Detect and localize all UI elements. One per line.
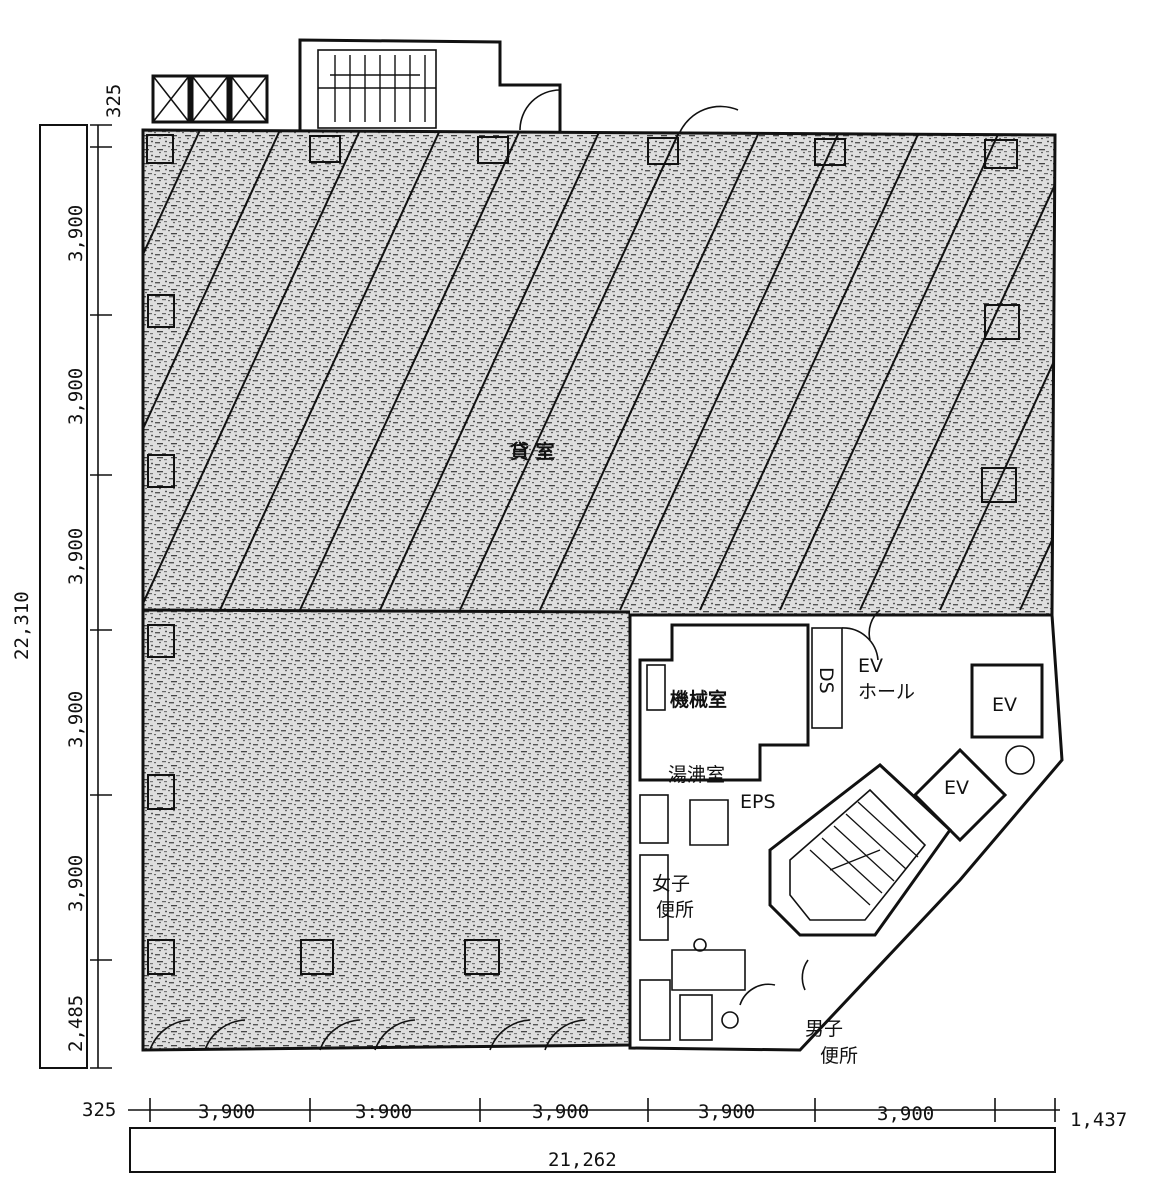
bottom-dim-right-offset: 1,437 (1070, 1109, 1127, 1131)
men-toilet-label-line2: 便所 (820, 1045, 858, 1067)
bottom-dim-bay-1: 3,900 (198, 1101, 255, 1123)
women-toilet-label-line1: 女子 (652, 873, 690, 895)
bottom-door-swings (149, 1019, 586, 1051)
top-door-swing (679, 105, 739, 133)
left-dim-bay-6: 2,485 (65, 995, 87, 1052)
left-dim-bay-4: 3,900 (65, 691, 87, 748)
machine-room-label: 機械室 (670, 688, 727, 711)
men-toilet-label-line1: 男子 (805, 1018, 843, 1040)
left-dim-bay-5: 3,900 (65, 855, 87, 912)
bottom-dimension-lines (128, 1098, 1060, 1173)
structural-columns (146, 134, 1020, 975)
eps-label: EPS (740, 791, 776, 813)
upper-zone-hatching (143, 130, 1055, 611)
top-ducts (151, 74, 269, 124)
core-area (628, 609, 1064, 1052)
office-label: 貸 室 (509, 440, 555, 463)
left-dim-bay-2: 3,900 (65, 368, 87, 425)
ds-label: DS (815, 667, 837, 694)
left-dim-bay-1: 3,900 (65, 205, 87, 262)
bottom-dim-bay-4: 3,900 (698, 1101, 755, 1123)
left-dim-bay-3: 3,900 (65, 528, 87, 585)
bottom-dim-bay-2: 3:900 (355, 1101, 412, 1123)
bottom-dim-left-offset: 325 (82, 1099, 116, 1121)
bottom-dim-total: 21,262 (548, 1149, 617, 1171)
ev-hall-label-line2: ホール (858, 681, 915, 703)
bottom-dim-bay-3: 3,900 (532, 1101, 589, 1123)
elevator-1-label: EV (992, 694, 1017, 716)
left-dim-total: 22,310 (11, 591, 33, 660)
left-dimension-lines (39, 124, 112, 1069)
left-dim-top-offset: 325 (103, 84, 125, 118)
top-stair-annex (298, 38, 562, 132)
elevator-2-label: EV (944, 777, 969, 799)
women-toilet-label-line2: 便所 (656, 899, 694, 921)
ev-hall-label-line1: EV (858, 655, 883, 677)
bottom-dim-bay-5: 3,900 (877, 1103, 934, 1125)
pantry-label: 湯沸室 (668, 764, 725, 786)
